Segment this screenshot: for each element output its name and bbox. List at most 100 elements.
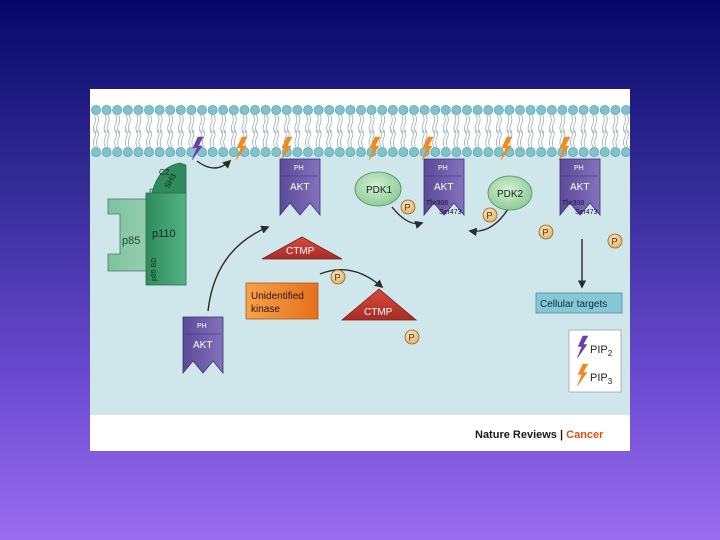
lipid-tail — [114, 129, 121, 148]
lipid-head — [621, 105, 630, 115]
lipid-head — [483, 147, 494, 157]
c2-label: C2 — [159, 168, 170, 177]
lipid-head — [271, 147, 282, 157]
pip2-bolt-icon — [191, 136, 204, 161]
lipid-tail — [156, 129, 163, 148]
lipid-tail — [379, 114, 386, 134]
lipid-head — [334, 105, 345, 115]
lipid-tail — [252, 129, 258, 148]
lipid-tail — [400, 129, 407, 148]
lipid-tail — [220, 129, 227, 148]
journal-credit: Nature Reviews | Cancer — [475, 429, 604, 441]
lipid-head — [197, 105, 207, 115]
lipid-tail — [432, 129, 439, 148]
phosphate-icon — [538, 224, 554, 240]
lipid-head — [430, 147, 441, 157]
lipid-tail — [177, 129, 184, 148]
lipid-head — [430, 105, 441, 115]
akt-shape — [559, 158, 601, 217]
lipid-tail — [517, 114, 523, 134]
lipid-head — [589, 105, 600, 115]
lipid-head — [303, 105, 313, 115]
legend-pip2: PIP2 — [590, 344, 613, 358]
lipid-head — [525, 147, 536, 157]
lipid-tail — [103, 129, 110, 148]
lipid-tail — [315, 114, 322, 134]
lipid-head — [599, 147, 610, 157]
lipid-tail — [453, 114, 460, 134]
lipid-head — [218, 105, 229, 115]
lipid-tail — [315, 129, 322, 148]
legend: PIP2 PIP3 — [568, 329, 622, 393]
pip3-bolt-icon — [235, 136, 248, 161]
lipid-tail — [347, 114, 354, 134]
lipid-tail — [273, 129, 280, 148]
lipid-tail — [527, 129, 534, 148]
lipid-tail — [389, 114, 396, 134]
kinase-label-line1: Unidentified — [251, 291, 304, 302]
lipid-head — [472, 105, 483, 115]
akt-shape — [423, 158, 465, 217]
lipid-tail — [241, 114, 248, 134]
lipid-head — [451, 105, 462, 115]
lipid-head — [228, 105, 239, 115]
pip3-bolt-icon — [500, 136, 513, 161]
lipid-tail — [209, 129, 216, 148]
lipid-tail — [188, 114, 195, 134]
c2-domain — [151, 162, 187, 194]
pip3-legend-icon — [577, 363, 589, 387]
p110-label: p110 — [152, 228, 176, 240]
lipid-head — [165, 147, 176, 157]
lipid-head — [578, 105, 589, 115]
lipid-head — [250, 147, 260, 157]
lipid-head — [525, 105, 536, 115]
p85bd-label: p85 BD — [151, 258, 158, 281]
pi3k-complex: C2 SH3 p85 p110 p85 BD — [107, 162, 187, 286]
lipid-tail — [495, 114, 502, 134]
lipid-tail — [124, 114, 131, 134]
lipid-tail — [601, 114, 608, 134]
lipid-tail — [379, 129, 386, 148]
ser473-label: Ser473 — [439, 209, 462, 216]
lipid-head — [218, 147, 229, 157]
lipid-head — [271, 105, 282, 115]
ph-domain-label: PH — [574, 165, 584, 172]
lipid-head — [260, 147, 271, 157]
lipid-head — [557, 105, 568, 115]
lipid-head — [334, 147, 345, 157]
p85-label: p85 — [122, 235, 140, 247]
lipid-head — [122, 147, 133, 157]
akt-shape — [182, 316, 224, 375]
lipid-head — [250, 105, 260, 115]
lipid-tail — [167, 129, 174, 148]
lipid-tail — [591, 114, 598, 134]
kinase-label-line2: kinase — [251, 304, 280, 315]
lipid-head — [599, 105, 610, 115]
lipid-head — [536, 105, 547, 115]
lipid-tail — [601, 129, 608, 148]
lipid-tail — [421, 114, 428, 134]
akt-shape — [279, 158, 321, 217]
lipid-tail — [230, 114, 237, 134]
lipid-tail — [199, 114, 205, 134]
lipid-head — [589, 147, 600, 157]
lipid-tail — [283, 114, 290, 134]
thr308-label: Thr308 — [426, 200, 448, 207]
lipid-tail — [336, 129, 343, 148]
lipid-tail — [326, 129, 333, 148]
pip2-legend-icon — [577, 335, 589, 359]
lipid-head — [462, 147, 472, 157]
lipid-tail — [294, 129, 301, 148]
phosphate-label: P — [409, 333, 415, 343]
lipid-head — [144, 147, 154, 157]
pdk2-label: PDK2 — [497, 189, 524, 200]
lipid-tail — [411, 129, 417, 148]
lipid-tail — [580, 114, 587, 134]
lipid-tail — [135, 114, 142, 134]
lipid-tail — [527, 114, 534, 134]
lipid-tail — [326, 114, 333, 134]
pip3-bolt-icon — [421, 136, 434, 161]
lipid-head — [409, 105, 419, 115]
lipid-tail — [262, 129, 269, 148]
lipid-tail — [156, 114, 163, 134]
